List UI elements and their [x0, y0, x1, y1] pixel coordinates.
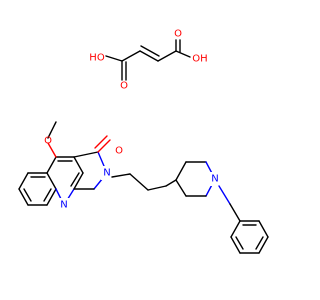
hydroxyl-label: OH [192, 54, 207, 65]
bond [129, 173, 149, 191]
methoxy-oxygen-label: O [44, 136, 52, 147]
bond [147, 185, 167, 191]
bond [175, 161, 187, 181]
bond [255, 236, 264, 250]
bond [73, 172, 84, 190]
oxygen-label: O [120, 81, 128, 92]
hydroxyl-label: HO [89, 53, 105, 64]
bond [235, 236, 244, 250]
quinoline-nitrogen-label: N [60, 200, 67, 211]
bond [18, 188, 29, 206]
bond [43, 188, 52, 202]
bond [139, 50, 159, 62]
label-mask [58, 198, 70, 212]
bond [258, 220, 269, 238]
bond [229, 203, 241, 222]
bond [70, 172, 80, 187]
bond [47, 121, 57, 139]
bond [18, 172, 29, 190]
ethyl-piperidine: N [111, 161, 221, 197]
label-mask [101, 166, 113, 180]
bond [165, 179, 177, 187]
bond [46, 156, 57, 174]
bond [46, 188, 57, 206]
bond [157, 50, 177, 62]
pyrroloquinolinone-core: O O N N [18, 121, 123, 212]
bond [97, 139, 111, 153]
bond [218, 185, 231, 205]
bond [47, 142, 57, 158]
bond [105, 55, 123, 62]
carbonyl-oxygen-label: O [115, 146, 123, 157]
oxygen-label: O [174, 29, 182, 40]
label-mask [209, 172, 221, 186]
piperidine-nitrogen-label: N [211, 174, 218, 185]
bond [175, 179, 187, 197]
bond [121, 50, 141, 62]
bond [73, 151, 99, 158]
bond [140, 45, 160, 57]
bond [46, 172, 57, 190]
bond [230, 236, 241, 254]
bond [94, 135, 108, 149]
bond [111, 173, 131, 178]
bond [175, 50, 191, 58]
fumaric-acid: HO O O OH [89, 29, 207, 92]
benzyl-group [218, 185, 269, 254]
lactam-nitrogen-label: N [103, 168, 110, 179]
chemical-structure-diagram: HO O O OH O [18, 29, 269, 254]
bond [230, 220, 241, 238]
bond [23, 188, 32, 202]
bond [73, 156, 84, 174]
bond [258, 236, 269, 254]
